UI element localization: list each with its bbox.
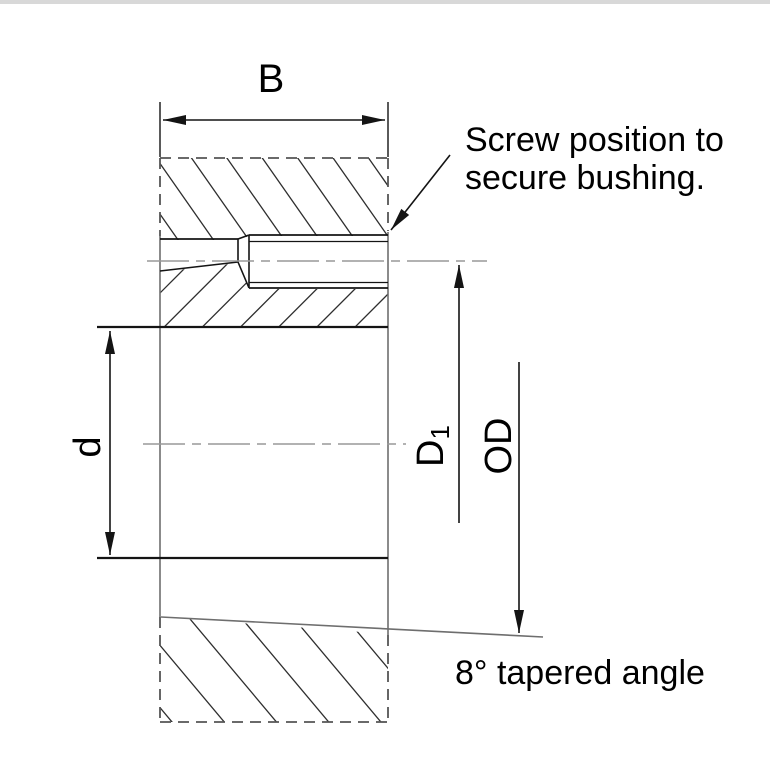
taper-surface-line [160, 616, 544, 638]
dimension-layer [105, 115, 524, 633]
page-top-border [0, 0, 770, 4]
dim-label-d: d [67, 436, 109, 457]
hatch-line [160, 623, 297, 722]
hatch-line [160, 171, 250, 240]
hatch-bottom-wall [160, 617, 388, 722]
dim-line-d-arrowhead [105, 331, 115, 354]
hatch-layer [160, 158, 388, 722]
taper-angle-note: 8° tapered angle [455, 654, 705, 692]
screw-chamfer-bottom [237, 261, 250, 289]
screw-cavity-taper-bottom [159, 261, 239, 272]
hatch-line [160, 263, 281, 315]
hatch-line [272, 158, 388, 240]
hatch-line [172, 617, 327, 722]
hatch-mid-wall [160, 263, 388, 327]
hatch-line [202, 617, 358, 722]
hatch-line [252, 286, 388, 327]
dim-line-b-arrowhead [163, 115, 186, 125]
screw-note-line2: secure bushing. [465, 159, 705, 197]
hatch-line [233, 267, 377, 327]
hatch-line [176, 263, 319, 327]
hidden-edge-layer [159, 157, 389, 723]
hatch-line [177, 158, 297, 240]
dim-line-b-arrowhead [362, 115, 385, 125]
dim-label-od: OD [478, 418, 520, 475]
centerline-layer [143, 260, 487, 445]
hatch-line [214, 263, 358, 327]
hatch-line [200, 158, 321, 240]
text-layer: B d D1 OD Screw position to secure bushi… [67, 57, 724, 692]
dim-label-d1-subscript: 1 [425, 425, 455, 439]
hatch-line [295, 158, 388, 225]
screw-leader-arrowhead [391, 208, 410, 230]
hatch-line [195, 263, 338, 327]
dim-line-od-arrowhead [514, 610, 524, 633]
dim-label-d1: D1 [410, 425, 455, 467]
dim-label-d1-main: D [410, 440, 452, 467]
hatch-line [160, 649, 266, 722]
dim-line-d1-arrowhead [454, 265, 464, 288]
hatch-line [248, 158, 369, 240]
screw-chamfer-top [237, 234, 250, 240]
hatch-line [264, 617, 388, 705]
hatch-line [224, 158, 345, 240]
hatch-line [160, 263, 300, 327]
screw-note-line1: Screw position to [465, 121, 724, 159]
dim-label-b: B [258, 57, 285, 101]
hatch-line [233, 617, 388, 722]
dim-line-d-arrowhead [105, 532, 115, 555]
